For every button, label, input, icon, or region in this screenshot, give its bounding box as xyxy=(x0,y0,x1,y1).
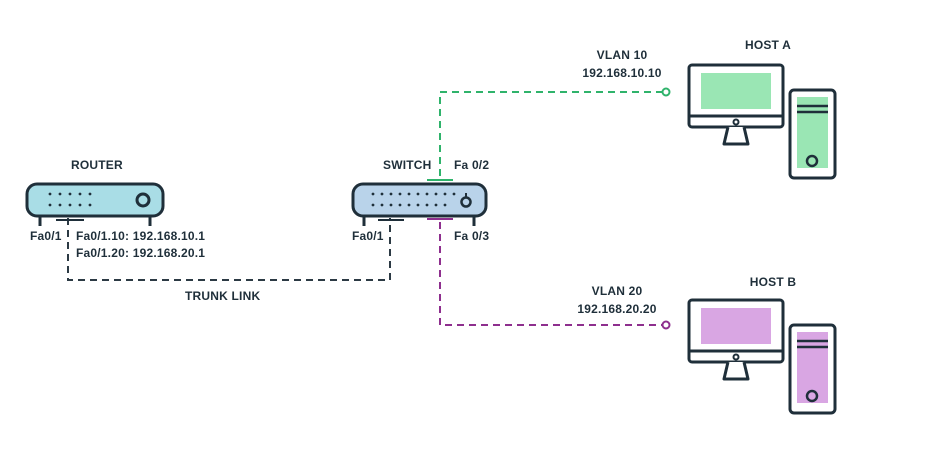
vlan20-link-line xyxy=(439,222,662,326)
host-b-computer xyxy=(687,298,837,415)
host-a-tower-icon xyxy=(788,88,837,180)
host-b-monitor-icon xyxy=(687,298,785,381)
router-subinterface-20: Fa0/1.20: 192.168.20.1 xyxy=(76,246,206,260)
trunk-link-line xyxy=(67,218,391,281)
host-b-title: HOST B xyxy=(749,275,797,289)
switch-port-vlan10-label: Fa 0/2 xyxy=(454,158,490,172)
vlan10-endpoint xyxy=(661,87,671,97)
host-b-tower-icon xyxy=(788,323,837,415)
switch-power-icon xyxy=(460,196,472,208)
switch-port-vlan20-label: Fa 0/3 xyxy=(454,229,490,243)
host-a-computer xyxy=(687,63,837,180)
router-device xyxy=(25,182,165,226)
vlan10-link-line xyxy=(439,91,662,176)
trunk-link-label: TRUNK LINK xyxy=(185,289,261,303)
vlan10-name: VLAN 10 xyxy=(596,48,648,62)
router-title: ROUTER xyxy=(71,158,123,172)
vlan20-ip: 192.168.20.20 xyxy=(577,302,657,316)
vlan10-ip: 192.168.10.10 xyxy=(582,66,662,80)
switch-device xyxy=(351,182,488,226)
vlan20-name: VLAN 20 xyxy=(591,284,643,298)
router-port-label: Fa0/1 xyxy=(30,229,62,243)
switch-port-trunk-label: Fa0/1 xyxy=(352,229,384,243)
host-a-monitor-icon xyxy=(687,63,785,146)
router-power-icon xyxy=(135,192,151,208)
vlan20-endpoint xyxy=(661,320,671,330)
switch-title: SWITCH xyxy=(383,158,432,172)
host-a-title: HOST A xyxy=(744,38,792,52)
router-subinterface-10: Fa0/1.10: 192.168.10.1 xyxy=(76,229,206,243)
